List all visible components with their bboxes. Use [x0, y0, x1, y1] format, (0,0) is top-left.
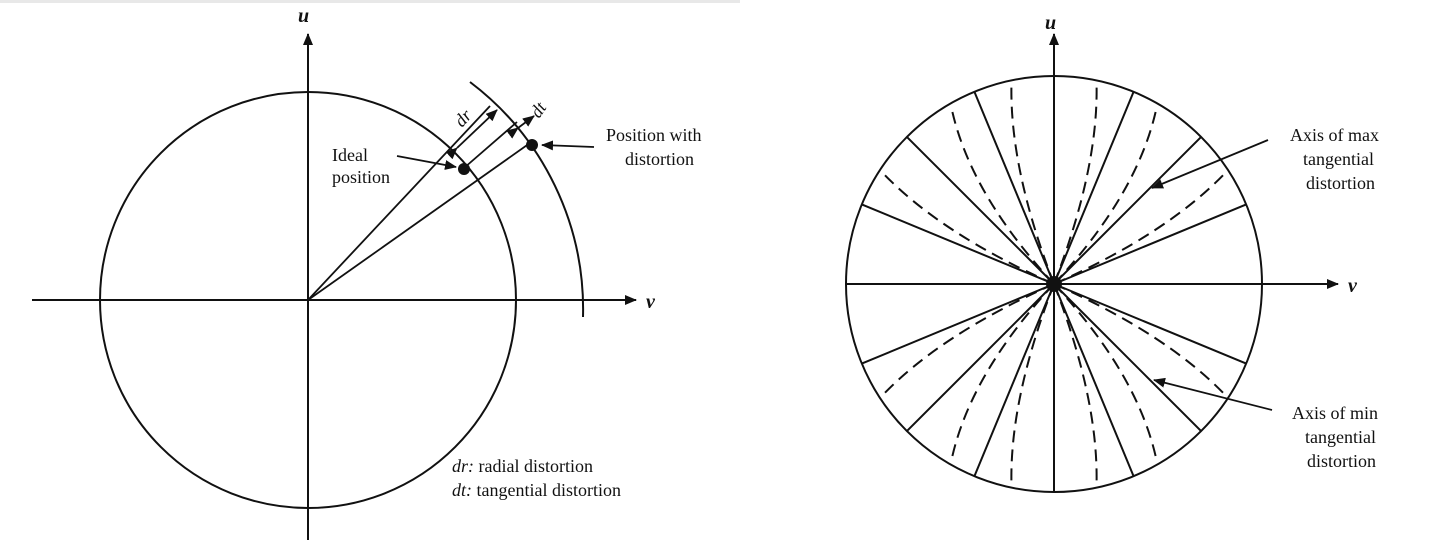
dt-dimension-arrow	[506, 115, 535, 139]
spoke-line	[1053, 283, 1247, 365]
spoke-line	[1053, 203, 1247, 285]
spoke-line	[973, 91, 1055, 285]
distorted-label-line2: distortion	[625, 149, 694, 169]
v-axis-label-right: v	[1348, 275, 1358, 297]
min-axis-pointer	[1153, 377, 1273, 411]
distorted-spoke-curve	[1010, 283, 1055, 486]
distorted-spoke-curve	[950, 105, 1055, 285]
distorted-spoke-curve	[1010, 82, 1055, 285]
distorted-ray	[307, 142, 531, 301]
max-axis-pointer	[1151, 139, 1269, 189]
spoke-line	[906, 283, 1055, 432]
distorted-spokes	[880, 82, 1228, 486]
spoke-line	[1053, 283, 1202, 432]
distorted-label-line1: Position with	[606, 125, 702, 145]
v-axis-label-left: v	[646, 291, 656, 313]
min-label-line2: tangential	[1305, 427, 1376, 447]
center-point	[1046, 276, 1062, 292]
radial-spokes	[846, 76, 1262, 492]
u-axis-label-left: u	[298, 5, 309, 27]
max-label-line3: distortion	[1306, 173, 1375, 193]
distorted-position-dot	[526, 139, 538, 151]
distorted-spoke-curve	[1053, 283, 1228, 398]
distorted-spoke-curve	[1053, 283, 1158, 463]
ideal-label-line1: Ideal	[332, 145, 368, 165]
legend-dt: dt: tangential distortion	[452, 480, 621, 500]
distorted-spoke-curve	[1053, 105, 1158, 285]
min-label-line1: Axis of min	[1292, 403, 1378, 423]
dt-label: dt	[526, 98, 551, 122]
dr-boundary-line	[463, 121, 518, 169]
min-label-line3: distortion	[1307, 451, 1376, 471]
distorted-spoke-curve	[880, 170, 1055, 285]
ideal-pointer	[396, 155, 457, 170]
dr-dimension-arrow	[445, 109, 498, 160]
distorted-spoke-curve	[880, 283, 1055, 398]
distorted-spoke-curve	[1053, 82, 1098, 285]
distorted-spoke-curve	[1053, 283, 1098, 486]
spoke-line	[1053, 283, 1135, 477]
right-panel: u v Axis of max tangential distortion Ax…	[845, 12, 1379, 493]
spoke-line	[1053, 136, 1202, 285]
max-label-line2: tangential	[1303, 149, 1374, 169]
left-panel: u v dr dt Ideal position Position with d…	[32, 5, 702, 540]
legend-dr: dr: radial distortion	[452, 456, 593, 476]
top-rule	[0, 0, 740, 3]
spoke-line	[861, 203, 1055, 285]
spoke-line	[861, 283, 1055, 365]
dr-label: dr	[450, 105, 476, 131]
ideal-ray	[307, 105, 491, 301]
distorted-arc	[469, 81, 585, 318]
spoke-line	[973, 283, 1055, 477]
spoke-line	[906, 136, 1055, 285]
u-axis-label-right: u	[1045, 12, 1056, 34]
distorted-spoke-curve	[1053, 170, 1228, 285]
distorted-pointer	[541, 140, 595, 151]
max-label-line1: Axis of max	[1290, 125, 1379, 145]
ideal-label-line2: position	[332, 167, 390, 187]
ideal-position-dot	[458, 163, 470, 175]
spoke-line	[1053, 91, 1135, 285]
distorted-spoke-curve	[950, 283, 1055, 463]
